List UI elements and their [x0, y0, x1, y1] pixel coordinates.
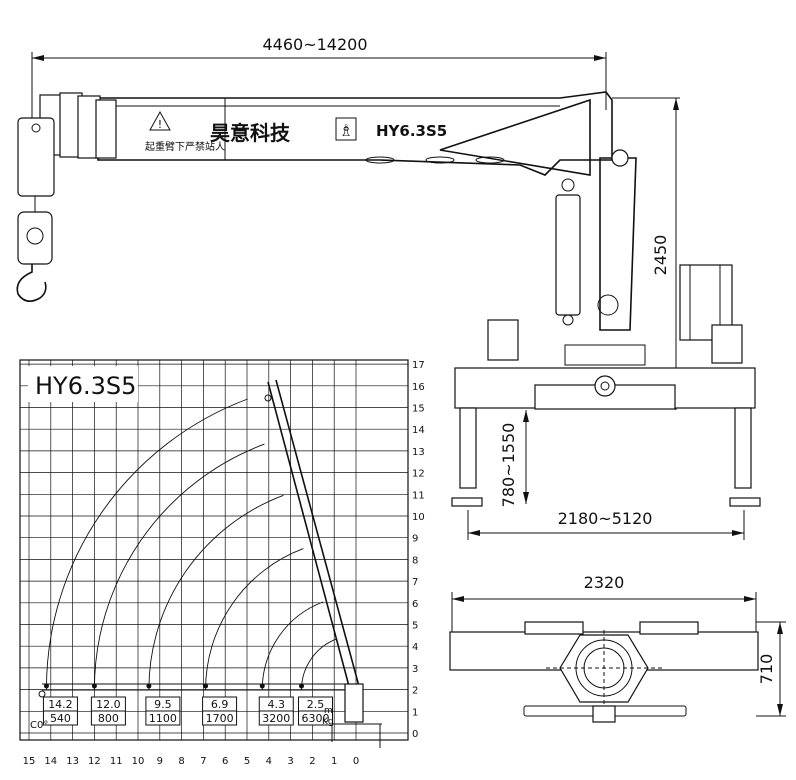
leg-dimension-label: 780~1550 — [499, 423, 518, 508]
boom-brand-text: 昊意科技 — [210, 121, 291, 145]
y-tick-label: 3 — [412, 664, 418, 675]
x-tick-label: 3 — [287, 756, 293, 767]
lift-arc — [261, 601, 324, 691]
column: 2450 — [555, 97, 680, 410]
boom: ! 起重臂下严禁站人 昊意科技 ♗ HY6.3S5 — [16, 91, 613, 302]
warning-icon — [149, 110, 171, 131]
y-tick-label: 0 — [412, 729, 418, 740]
hook-block — [17, 211, 53, 265]
load-weight: 1100 — [149, 712, 177, 725]
top-dimension: 4460~14200 — [31, 35, 607, 118]
load-radius: 2.5 — [307, 698, 325, 711]
unit-kg: Kg — [322, 717, 334, 727]
load-weight: 3200 — [262, 712, 290, 725]
base-plan-view: 2320 710 — [449, 573, 786, 723]
chart-boom — [38, 379, 382, 748]
y-tick-label: 5 — [412, 621, 418, 632]
height-dimension-label: 2450 — [651, 235, 670, 276]
x-tick-label: 1 — [331, 756, 337, 767]
lift-arc — [205, 548, 304, 691]
lift-point-marker — [203, 683, 209, 689]
hook-icon — [16, 264, 47, 302]
x-tick-label: 14 — [44, 756, 57, 767]
y-tick-label: 8 — [412, 555, 418, 566]
x-tick-label: 11 — [110, 756, 123, 767]
lift-point-marker — [43, 683, 49, 689]
boom-model-text: HY6.3S5 — [376, 122, 447, 140]
lift-cylinder — [555, 194, 581, 316]
y-tick-label: 10 — [412, 512, 425, 523]
lift-point-marker — [91, 683, 97, 689]
outrigger-leg-right — [734, 407, 752, 489]
base-width-label: 2320 — [584, 573, 625, 592]
y-tick-label: 15 — [412, 404, 425, 415]
y-tick-label: 17 — [412, 360, 425, 371]
x-tick-label: 9 — [157, 756, 163, 767]
load-weight: 6300 — [302, 712, 330, 725]
chart-grid — [19, 359, 409, 741]
y-tick-label: 9 — [412, 534, 418, 545]
load-table: 14.254012.08009.511006.917004.332002.563… — [42, 696, 333, 726]
load-radius: 12.0 — [96, 698, 121, 711]
load-weight: 540 — [50, 712, 71, 725]
x-tick-label: 2 — [309, 756, 315, 767]
x-tick-label: 0 — [353, 756, 359, 767]
load-radius: 9.5 — [154, 698, 172, 711]
x-tick-label: 13 — [66, 756, 79, 767]
top-dimension-label: 4460~14200 — [262, 35, 367, 54]
base-side-view: 780~1550 2180~5120 — [451, 264, 761, 540]
lift-arc — [45, 398, 248, 691]
logo-icon — [335, 117, 357, 141]
lift-point-marker — [259, 683, 265, 689]
svg-text:♗: ♗ — [339, 121, 353, 140]
chart-title: HY6.3S5 — [35, 372, 136, 400]
x-tick-label: 10 — [132, 756, 145, 767]
y-tick-label: 2 — [412, 686, 418, 697]
y-tick-label: 7 — [412, 577, 418, 588]
load-weight: 800 — [98, 712, 119, 725]
x-tick-label: 5 — [244, 756, 250, 767]
span-dimension-label: 2180~5120 — [558, 509, 653, 528]
lift-arc — [301, 638, 338, 691]
boom-warning-text: 起重臂下严禁站人 — [145, 140, 225, 153]
lift-point-marker — [299, 683, 304, 689]
svg-text:!: ! — [158, 118, 162, 131]
x-tick-label: 7 — [200, 756, 206, 767]
lift-arc — [93, 443, 265, 691]
outrigger-leg-left — [459, 407, 477, 489]
x-tick-label: 8 — [178, 756, 184, 767]
y-tick-label: 16 — [412, 382, 425, 393]
x-tick-label: 4 — [266, 756, 272, 767]
y-tick-label: 6 — [412, 599, 418, 610]
load-weight: 1700 — [206, 712, 234, 725]
y-tick-label: 13 — [412, 447, 425, 458]
lift-point-marker — [146, 683, 152, 689]
lift-arcs — [43, 398, 338, 691]
x-tick-label: 12 — [88, 756, 101, 767]
y-tick-label: 14 — [412, 425, 425, 436]
load-radius: 14.2 — [48, 698, 73, 711]
y-tick-label: 12 — [412, 469, 425, 480]
unit-m: m — [324, 706, 333, 716]
lift-arc — [148, 494, 284, 691]
angle-label: C0° — [30, 720, 48, 731]
y-tick-label: 1 — [412, 707, 418, 718]
x-tick-label: 6 — [222, 756, 228, 767]
load-radius: 6.9 — [211, 698, 229, 711]
base-depth-label: 710 — [757, 654, 776, 685]
y-tick-label: 11 — [412, 490, 425, 501]
y-tick-label: 4 — [412, 642, 418, 653]
load-radius: 4.3 — [268, 698, 286, 711]
x-tick-label: 15 — [23, 756, 36, 767]
